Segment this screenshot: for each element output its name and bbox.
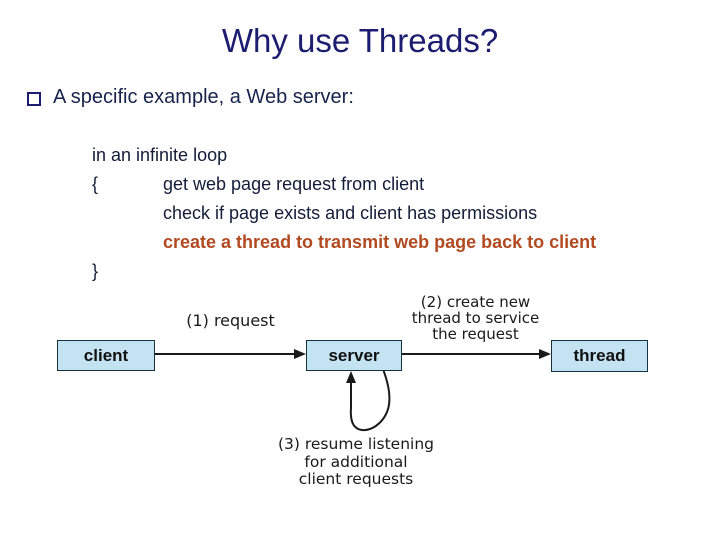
resume-listening-label-line3: client requests — [298, 470, 414, 488]
request-arrow-label: (1) request — [186, 311, 275, 330]
client-node: client — [57, 340, 155, 371]
code-text-get-request: get web page request from client — [163, 174, 425, 194]
thread-node-label: thread — [573, 346, 626, 365]
bullet-text: A specific example, a Web server: — [53, 86, 354, 108]
create-thread-label-line1: (2) create new — [420, 293, 531, 311]
resume-listening-loop-arrow — [346, 368, 391, 432]
create-thread-label-line3: the request — [432, 325, 519, 343]
close-brace: } — [92, 261, 99, 281]
server-node: server — [306, 340, 402, 371]
code-text-check-page: check if page exists and client has perm… — [163, 203, 538, 223]
resume-listening-label: (3) resume listening for additional clie… — [261, 435, 451, 489]
create-thread-arrow — [402, 349, 551, 359]
client-node-label: client — [83, 345, 129, 365]
code-line-create-thread: create a thread to transmit web page bac… — [92, 228, 692, 257]
open-brace: { — [92, 174, 99, 194]
code-text-create-thread: create a thread to transmit web page bac… — [163, 232, 597, 252]
pseudocode-block: in an infinite loop { get web page reque… — [92, 141, 692, 286]
create-thread-label-line2: thread to service — [411, 309, 540, 327]
square-bullet-icon — [27, 92, 41, 106]
code-line-close-brace: } — [92, 257, 692, 286]
web-server-thread-diagram — [155, 349, 551, 432]
request-arrow — [155, 349, 306, 359]
code-line-get-request: { get web page request from client — [92, 170, 692, 199]
code-line-loop: in an infinite loop — [92, 145, 228, 165]
code-line-check-page: check if page exists and client has perm… — [92, 199, 692, 228]
bullet-item: A specific example, a Web server: — [27, 86, 354, 109]
resume-listening-label-line2: for additional — [304, 452, 408, 471]
thread-node: thread — [551, 340, 648, 372]
resume-listening-label-line1: (3) resume listening — [277, 435, 434, 453]
page-title: Why use Threads? — [221, 22, 499, 59]
server-node-label: server — [328, 345, 380, 365]
create-thread-arrow-label: (2) create new thread to service the req… — [398, 294, 553, 342]
